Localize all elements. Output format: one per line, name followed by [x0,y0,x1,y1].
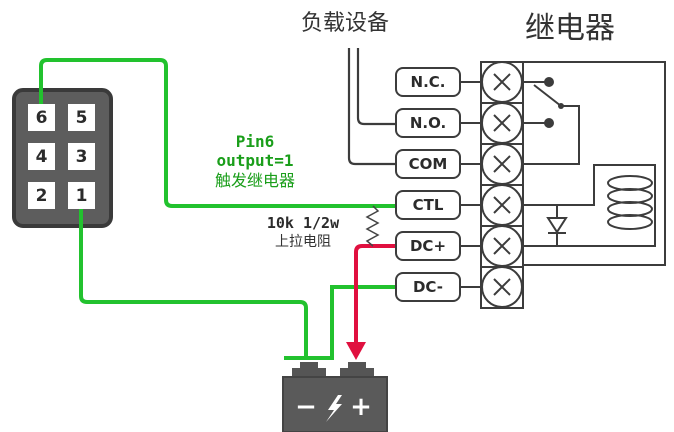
svg-text:2: 2 [36,186,48,206]
trigger-relay-label: 触发继电器 [215,171,295,190]
relay-title: 继电器 [525,11,615,46]
wire-load-com [347,48,396,166]
screw-x-icons [493,73,511,296]
svg-text:1: 1 [76,186,88,206]
wire-dcminus-battery [284,285,396,360]
svg-text:6: 6 [36,108,48,128]
svg-text:4: 4 [36,147,48,167]
pin-3: 3 [68,143,95,170]
no-contact-icon [544,118,554,128]
diode-icon [546,217,568,234]
terminal-nc: N.C. [395,67,481,97]
terminal-com: COM [395,149,481,179]
nc-contact-icon [544,77,554,87]
pin-6: 6 [28,104,55,131]
pin-2: 2 [28,182,55,209]
connector-6pin: 6 5 4 3 2 1 [12,88,113,228]
svg-text:N.O.: N.O. [410,114,446,132]
svg-text:3: 3 [76,147,88,167]
pin-4: 4 [28,143,55,170]
battery-icon: − + [282,362,388,432]
pin6-label: Pin6 [236,132,275,151]
pin-1: 1 [68,182,95,209]
lightning-icon [326,395,342,422]
pivot-icon [558,103,564,109]
svg-text:DC-: DC- [413,278,443,296]
terminal-ctl: CTL [395,190,481,220]
terminal-dc-plus: DC+ [395,231,481,261]
svg-text:DC+: DC+ [410,237,446,255]
svg-text:CTL: CTL [413,196,444,214]
wire-pin1-battery-neg [79,209,308,358]
switch-arm [533,84,562,107]
load-device-title: 负载设备 [301,11,389,36]
pin-5: 5 [68,104,95,131]
terminal-dc-minus: DC- [395,272,481,302]
resistor-value-label: 10k 1/2w [267,214,340,232]
coil-icon [607,175,653,230]
svg-text:5: 5 [76,108,88,128]
terminal-labels: N.C. N.O. COM CTL DC+ DC- [395,67,481,302]
output-label: output=1 [216,151,293,170]
battery-minus: − [295,392,317,422]
green-wires [39,58,396,360]
load-wires [347,48,396,166]
svg-text:COM: COM [409,155,448,173]
pullup-resistor [365,205,380,247]
terminal-block [480,61,524,309]
wire-pin6-ctl [39,58,396,208]
wire-load-no [356,48,396,126]
svg-text:N.C.: N.C. [411,73,446,91]
pullup-resistor-label: 上拉电阻 [275,234,331,250]
terminal-no: N.O. [395,108,481,138]
wire-dcplus-battery [346,244,396,360]
battery-plus: + [350,392,372,422]
